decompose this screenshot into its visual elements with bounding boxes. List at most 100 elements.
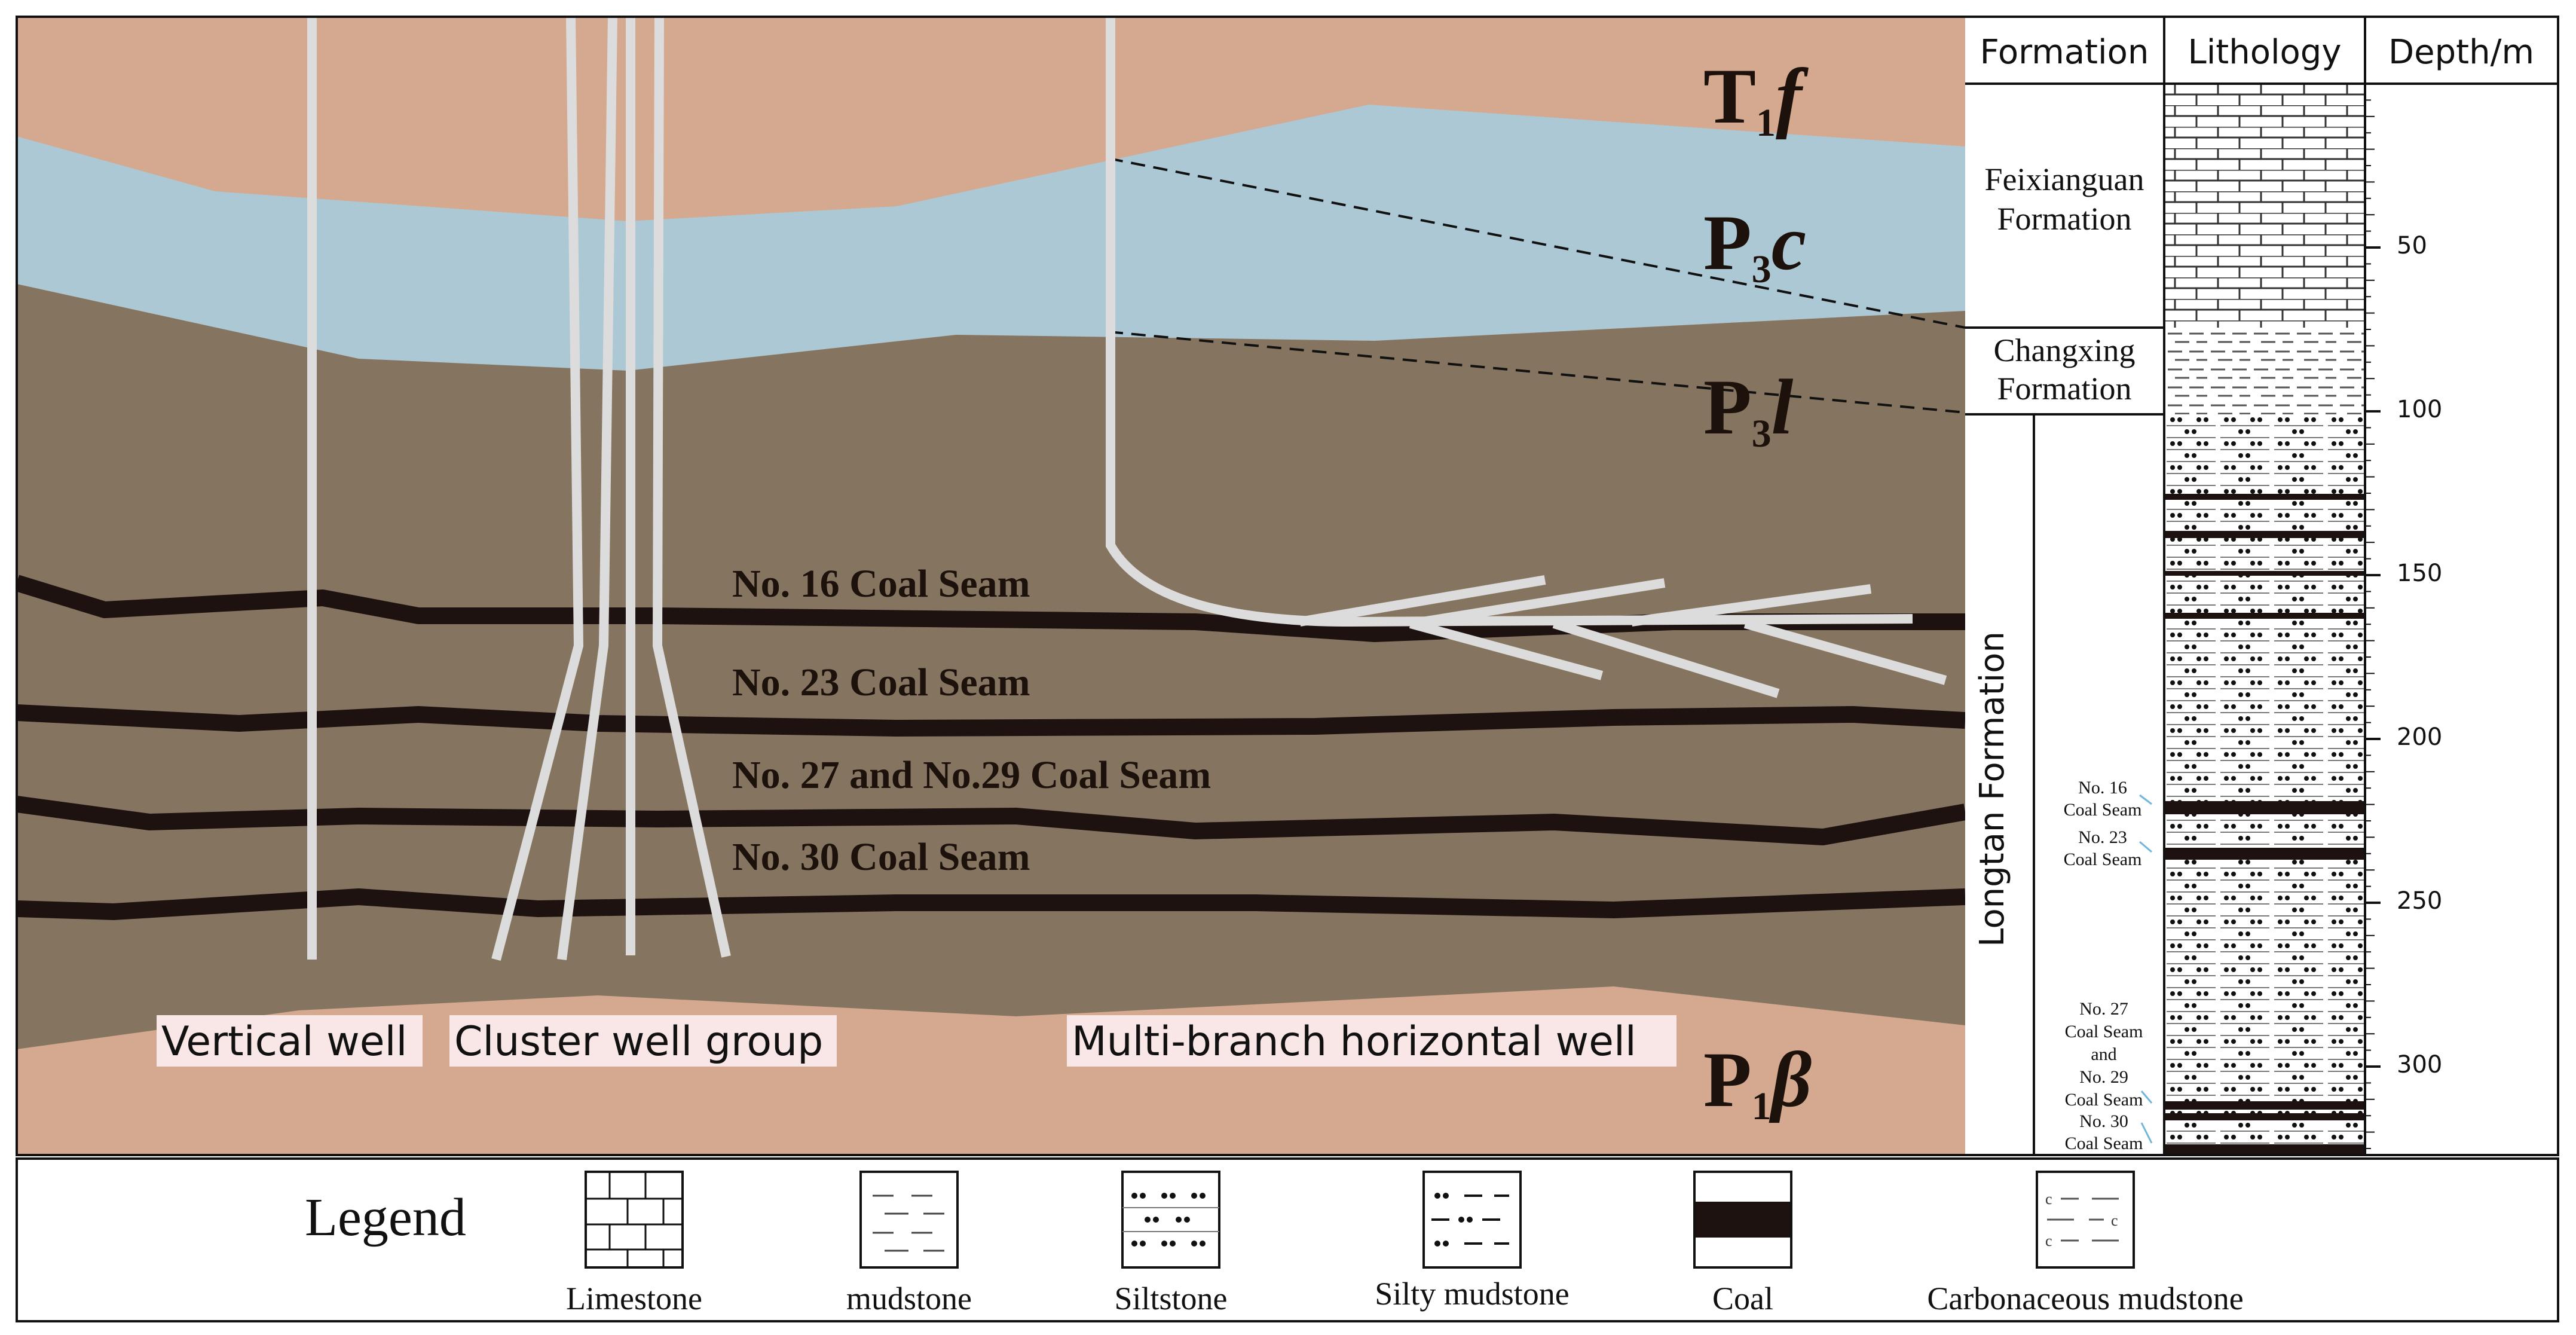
coal-seam-27-29 xyxy=(17,796,1965,845)
coal-band-29 xyxy=(2164,1113,2365,1120)
feixianguan-line-1: Feixianguan xyxy=(1985,161,2144,197)
label-seam-23: No. 23 Coal Seam xyxy=(732,661,1030,704)
coal-band-16 xyxy=(2164,801,2365,814)
branch-3 xyxy=(1630,584,1872,627)
depth-scale xyxy=(2365,83,2381,1149)
legend-siltstone: Siltstone xyxy=(1114,1171,1228,1316)
coal-band xyxy=(2164,613,2365,619)
note-30-line-2: Coal Seam xyxy=(2065,1134,2143,1153)
vertical-well-label: Vertical well xyxy=(161,1018,407,1065)
header-depth: Depth/m xyxy=(2388,33,2534,72)
cluster-well-label-bg xyxy=(449,1015,837,1067)
branch-5 xyxy=(1552,619,1780,698)
depth-label: 100 xyxy=(2397,396,2442,423)
cluster-well-4 xyxy=(652,17,731,958)
seam-note-pointers xyxy=(2139,794,2153,1144)
note-16-line-2: Coal Seam xyxy=(2064,800,2142,820)
column-grid xyxy=(1965,17,2558,1155)
branch-1 xyxy=(1299,575,1546,627)
legend-coal: Coal xyxy=(1693,1171,1792,1316)
legend-mudstone: mudstone xyxy=(846,1171,972,1316)
legend-carbonaceous-mudstone: c c c Carbonaceous mudstone xyxy=(1927,1171,2244,1316)
label-seam-27-29: No. 27 and No.29 Coal Seam xyxy=(732,753,1211,797)
header-lithology: Lithology xyxy=(2188,33,2342,72)
cluster-well-label: Cluster well group xyxy=(454,1018,823,1065)
note-23-line-1: No. 23 xyxy=(2078,827,2127,847)
coal-band-30 xyxy=(2164,1144,2365,1155)
legend-carbonaceous-label: Carbonaceous mudstone xyxy=(1927,1281,2243,1316)
coal-band-23 xyxy=(2164,848,2365,860)
siltstone-pattern-icon xyxy=(1131,1193,1206,1247)
wells xyxy=(307,17,1947,961)
limestone-pattern-icon xyxy=(586,1172,683,1267)
lithology-coal-bands xyxy=(2164,494,2365,1155)
coal-measure-layer xyxy=(17,284,1965,1049)
legend-silty-mudstone: Silty mudstone xyxy=(1375,1171,1570,1312)
branch-6 xyxy=(1743,619,1947,685)
coal-pattern-icon xyxy=(1696,1202,1790,1238)
carbonaceous-pattern-icon: c c c xyxy=(2045,1190,2119,1250)
depth-label: 150 xyxy=(2397,560,2442,587)
depth-label: 200 xyxy=(2397,723,2442,751)
limestone-layer xyxy=(17,105,1965,371)
changxing-line-1: Changxing xyxy=(1994,332,2136,368)
legend-title: Legend xyxy=(305,1188,466,1247)
label-p3l: P3l xyxy=(1703,363,1794,456)
legend-mudstone-label: mudstone xyxy=(846,1281,972,1316)
vertical-well-label-bg xyxy=(157,1015,423,1067)
cross-section: T1f P3c P3l P1β No. 16 Coal Seam No. 23 … xyxy=(17,17,1965,1155)
label-t1f: T1f xyxy=(1703,52,1809,145)
note-27-line-3: and xyxy=(2091,1044,2116,1064)
note-29-line-2: Coal Seam xyxy=(2065,1090,2143,1110)
cluster-well-1 xyxy=(491,17,584,961)
note-29-line-1: No. 29 xyxy=(2079,1067,2128,1087)
changxing-line-2: Formation xyxy=(1997,371,2132,407)
legend-coal-label: Coal xyxy=(1712,1281,1773,1316)
svg-text:c: c xyxy=(2111,1212,2118,1229)
lithology-limestone xyxy=(2164,84,2365,328)
well-labels: Vertical well Cluster well group Multi-b… xyxy=(157,1015,1676,1067)
horizontal-well-label: Multi-branch horizontal well xyxy=(1072,1018,1636,1065)
coal-band xyxy=(2164,494,2365,500)
label-p1b: P1β xyxy=(1703,1035,1812,1128)
formation-labels: T1f P3c P3l P1β xyxy=(1703,52,1812,1128)
silty-mudstone-pattern-icon xyxy=(1431,1193,1509,1247)
cluster-well-2 xyxy=(557,17,617,961)
depth-label: 300 xyxy=(2397,1051,2442,1079)
legend-limestone-label: Limestone xyxy=(566,1281,702,1316)
note-16-line-1: No. 16 xyxy=(2078,778,2127,798)
depth-label: 50 xyxy=(2397,232,2427,259)
depth-labels: 50 100 150 200 250 300 xyxy=(2397,232,2442,1079)
horizontal-well-label-bg xyxy=(1067,1015,1676,1067)
svg-text:c: c xyxy=(2045,1232,2052,1250)
fault-line-lower xyxy=(1108,331,1965,414)
branch-4 xyxy=(1409,619,1604,680)
label-seam-30: No. 30 Coal Seam xyxy=(732,835,1030,879)
feixianguan-line-2: Formation xyxy=(1997,201,2132,237)
coal-band xyxy=(2164,531,2365,538)
fault-line-upper xyxy=(1108,157,1965,329)
note-30-line-1: No. 30 xyxy=(2079,1111,2128,1131)
note-27-line-2: Coal Seam xyxy=(2065,1022,2143,1041)
note-23-line-2: Coal Seam xyxy=(2064,850,2142,869)
svg-text:c: c xyxy=(2045,1190,2052,1208)
formation-names: Feixianguan Formation Changxing Formatio… xyxy=(1985,161,2144,407)
coal-band-27 xyxy=(2164,1101,2365,1110)
mudstone-pattern-icon xyxy=(873,1195,944,1252)
legend: Legend Limestone mudstone Siltstone xyxy=(16,1157,2559,1322)
seam-notes: No. 16 Coal Seam No. 23 Coal Seam No. 27… xyxy=(2064,778,2143,1153)
legend-siltstone-label: Siltstone xyxy=(1114,1281,1227,1316)
lithology-mudstone xyxy=(2164,328,2365,414)
column-headers: Formation Lithology Depth/m xyxy=(1980,33,2534,72)
note-27-line-1: No. 27 xyxy=(2079,999,2128,1019)
coal-seam-labels: No. 16 Coal Seam No. 23 Coal Seam No. 27… xyxy=(732,562,1211,879)
depth-label: 250 xyxy=(2397,887,2442,915)
legend-silty-mudstone-label: Silty mudstone xyxy=(1375,1276,1570,1312)
lithology-siltstone xyxy=(2164,414,2365,1155)
coal-seam-23 xyxy=(17,704,1965,737)
coal-band xyxy=(2164,571,2365,576)
legend-limestone: Limestone xyxy=(566,1171,702,1316)
label-p3c: P3c xyxy=(1703,198,1806,291)
